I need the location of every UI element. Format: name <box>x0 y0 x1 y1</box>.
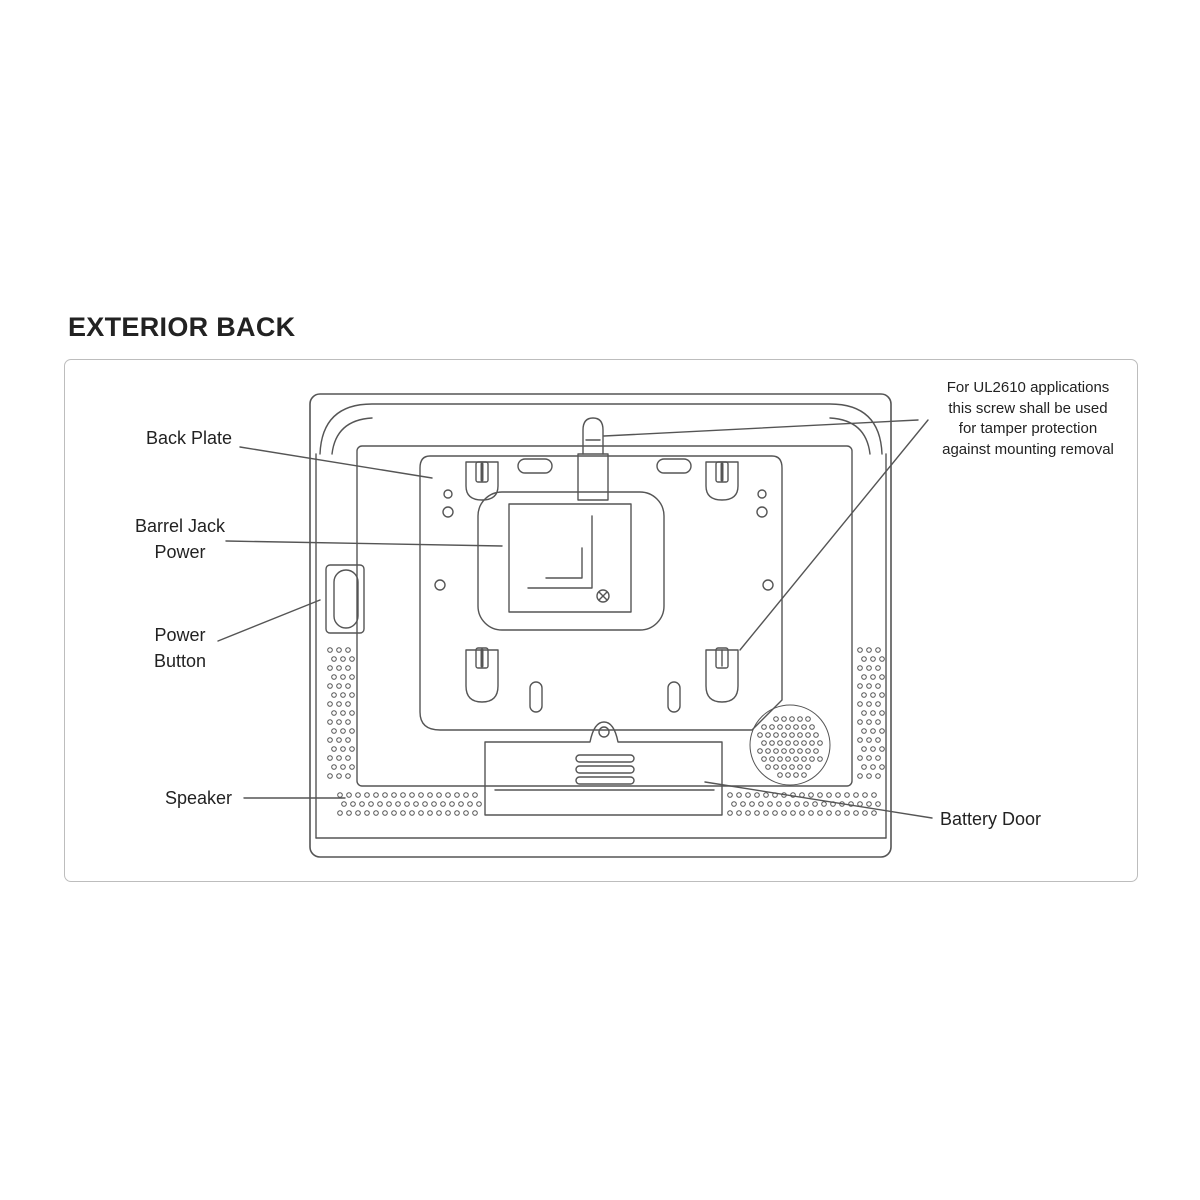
device-housing <box>309 393 892 858</box>
mount-hook-bottom-left <box>465 647 499 703</box>
mount-hook-top-left <box>465 461 499 501</box>
label-speaker: Speaker <box>165 785 232 811</box>
ul-note-line1: For UL2610 applications <box>946 379 1110 396</box>
label-back-plate: Back Plate <box>146 425 232 451</box>
leader-back-plate <box>239 446 433 479</box>
label-power-button: Power Button <box>140 622 220 674</box>
label-power-button-line2: Button <box>153 651 207 671</box>
leader-power-button <box>217 599 321 642</box>
label-barrel-jack-line1: Barrel Jack <box>134 516 226 536</box>
back-plate <box>419 455 783 731</box>
label-speaker-text: Speaker <box>165 788 233 808</box>
leader-battery-door <box>704 781 933 819</box>
ul-note: For UL2610 applications this screw shall… <box>928 378 1128 460</box>
label-barrel-jack: Barrel Jack Power <box>128 513 232 565</box>
label-power-button-line1: Power <box>154 625 206 645</box>
page-title: EXTERIOR BACK <box>68 312 296 342</box>
inner-frame <box>356 445 853 787</box>
mount-hook-top-right <box>705 461 739 501</box>
leader-note-hook <box>739 419 929 651</box>
leader-note-screw <box>603 419 919 437</box>
back-plate-recess <box>477 491 665 631</box>
ul-note-line2: this screw shall be used <box>948 399 1108 417</box>
leader-barrel-jack <box>225 540 503 547</box>
mount-hook-bottom-right <box>705 647 739 703</box>
housing-top-arc <box>319 403 883 455</box>
label-battery-door-text: Battery Door <box>940 809 1042 829</box>
battery-door <box>484 721 723 816</box>
barrel-jack-box <box>508 503 632 613</box>
tamper-screw <box>577 453 609 501</box>
diagram-panel <box>64 359 1138 882</box>
label-back-plate-text: Back Plate <box>146 428 233 448</box>
speaker-grille <box>327 647 885 816</box>
label-barrel-jack-line2: Power <box>154 542 206 562</box>
label-battery-door: Battery Door <box>940 806 1041 832</box>
ul-note-line4: against mounting removal <box>942 440 1114 458</box>
power-button <box>325 564 365 634</box>
ul-note-line3: for tamper protection <box>958 420 1098 437</box>
